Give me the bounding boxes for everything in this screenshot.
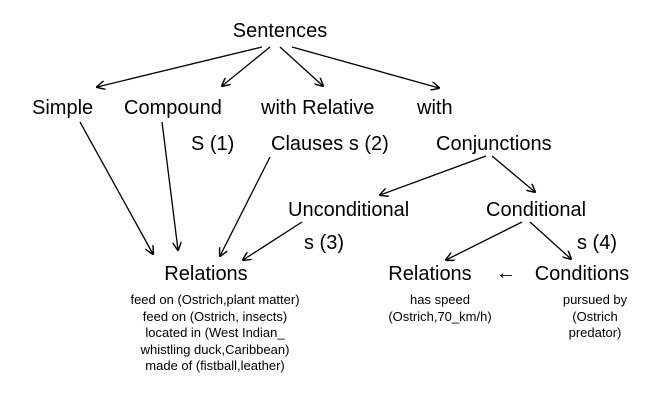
relation-line: (Ostrich,70_km/h)	[388, 308, 492, 324]
edge-simple-relations	[79, 121, 153, 254]
node-clauses-s2: Clauses s (2)	[271, 133, 389, 155]
node-simple: Simple	[32, 97, 94, 119]
condition-line: (Ostrich	[572, 308, 618, 324]
edge-sentences-conj	[291, 46, 439, 88]
label-s1: S (1)	[191, 133, 235, 155]
node-with-conjunctions-line1: with	[417, 97, 453, 119]
condition-line: predator)	[568, 325, 622, 340]
relation-line: located in (West Indian_	[145, 325, 285, 340]
relation-line: whistling duck,Caribbean)	[140, 341, 290, 357]
edge-sentences-relative	[279, 46, 323, 86]
node-relations-right: Relations	[388, 263, 472, 285]
node-relations-left: Relations	[164, 263, 248, 285]
relation-line: has speed	[410, 292, 470, 307]
edge-conj-conditional	[491, 155, 535, 192]
arrow-left-icon: ←	[496, 262, 516, 284]
edge-unconditional-relations	[243, 221, 303, 260]
label-s4: s (4)	[577, 232, 617, 254]
relations-right-list: has speed (Ostrich,70_km/h)	[388, 292, 491, 325]
node-unconditional: Unconditional	[288, 199, 410, 221]
relation-line: made of (fistball,leather)	[145, 358, 285, 373]
node-with-relative: with Relative	[261, 97, 375, 119]
edge-relative-relations	[220, 156, 271, 256]
edge-conditional-conditions	[529, 221, 571, 259]
node-compound: Compound	[124, 97, 222, 119]
relation-line: feed on (Ostrich, insects)	[142, 308, 288, 324]
label-s3: s (3)	[304, 232, 344, 254]
node-conjunctions: Conjunctions	[436, 133, 552, 155]
relation-line: feed on (Ostrich,plant matter)	[130, 292, 300, 307]
edge-conj-unconditional	[380, 155, 487, 195]
edge-compound-relations	[161, 121, 178, 250]
edge-sentences-simple	[97, 46, 263, 87]
node-conditional: Conditional	[486, 199, 587, 221]
condition-line: pursued by	[562, 292, 628, 307]
node-conditions: Conditions	[534, 263, 630, 285]
edge-sentences-compound	[222, 46, 271, 86]
conditions-list: pursued by (Ostrich predator)	[563, 292, 627, 342]
node-sentences: Sentences	[232, 20, 328, 42]
relations-left-list: feed on (Ostrich,plant matter) feed on (…	[130, 292, 299, 375]
edge-conditional-relations	[446, 221, 523, 260]
